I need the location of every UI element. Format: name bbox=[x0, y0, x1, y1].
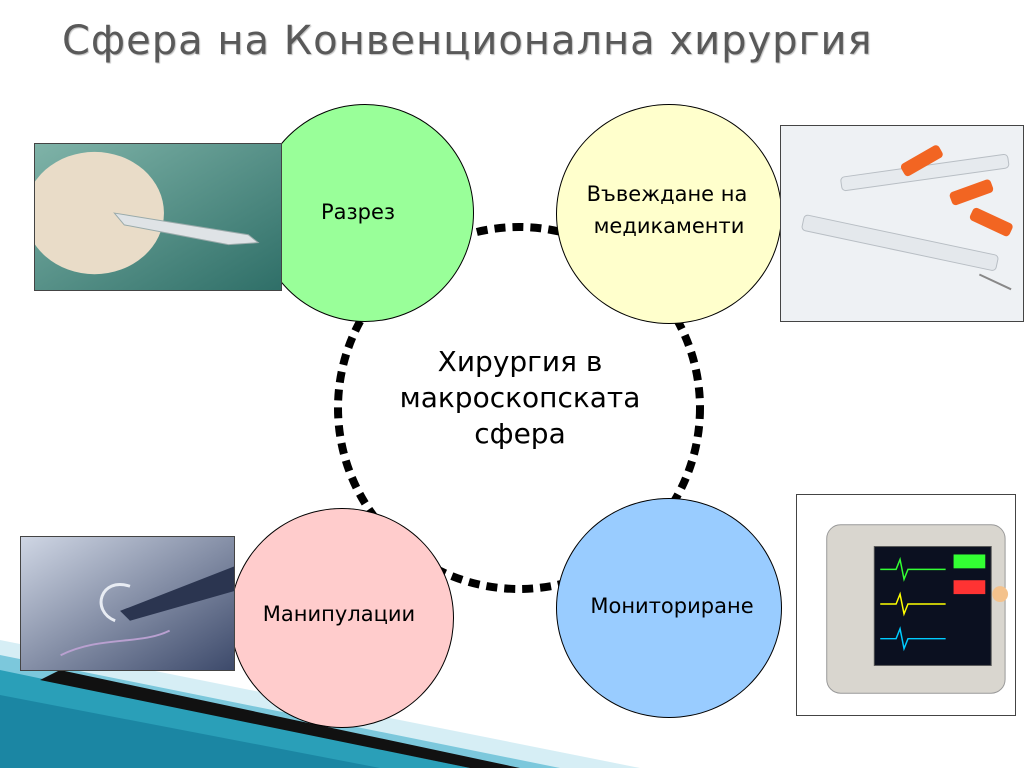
node-manipulations-label: Манипулации bbox=[262, 602, 416, 626]
node-monitoring bbox=[556, 498, 782, 718]
node-medication-label-line1: Въвеждане на bbox=[586, 182, 748, 206]
center-label-line1: Хирургия в bbox=[437, 345, 603, 378]
node-monitoring-label: Мониториране bbox=[590, 594, 754, 618]
suture-needle-photo bbox=[20, 536, 235, 671]
slide-title: Сфера на Конвенционална хирургия bbox=[62, 18, 873, 64]
center-label-line2: макроскопската bbox=[399, 381, 641, 414]
center-label-line3: сфера bbox=[474, 417, 566, 450]
node-incision bbox=[256, 104, 474, 322]
center-label: Хирургия в макроскопската сфера bbox=[360, 344, 680, 452]
node-incision-label: Разрез bbox=[320, 200, 396, 224]
node-manipulations bbox=[230, 508, 454, 728]
patient-monitor-photo bbox=[796, 494, 1016, 716]
scalpel-photo bbox=[34, 143, 282, 291]
syringes-photo bbox=[780, 125, 1024, 322]
node-medication-label-line2: медикаменти bbox=[593, 214, 745, 238]
background-stripes bbox=[0, 640, 640, 768]
node-medication bbox=[556, 104, 782, 324]
